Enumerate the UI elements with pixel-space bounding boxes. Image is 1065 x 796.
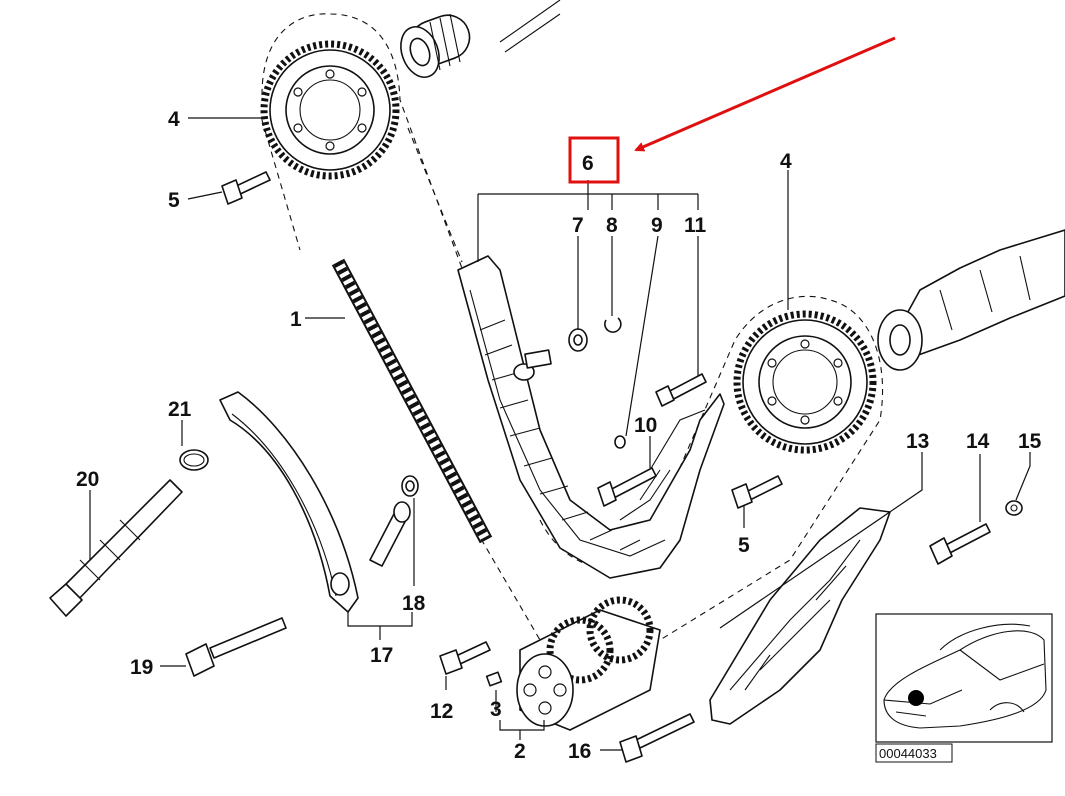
bolt-16 — [619, 713, 695, 763]
callout-18: 18 — [402, 592, 426, 615]
sleeve-18 — [369, 475, 419, 567]
washer-7 — [568, 328, 588, 352]
circlip-8 — [604, 317, 622, 333]
callout-12: 12 — [430, 700, 453, 723]
upper-camshaft — [400, 0, 561, 78]
leader-lines — [89, 117, 1031, 751]
stud-14 — [929, 523, 991, 565]
callout-20: 20 — [76, 468, 99, 491]
callout-13: 13 — [906, 430, 929, 453]
callout-1: 1 — [290, 308, 302, 331]
reference-number-box: 00044033 — [875, 743, 953, 763]
upper-chain-path — [261, 13, 471, 291]
callout-3: 3 — [490, 698, 502, 721]
callout-16: 16 — [568, 740, 591, 763]
callout-19: 19 — [130, 656, 153, 679]
reference-number: 00044033 — [879, 746, 937, 761]
callout-4-lower: 4 — [780, 150, 792, 173]
callout-15: 15 — [1018, 430, 1042, 453]
bolt-19 — [185, 617, 287, 677]
callout-2: 2 — [514, 740, 526, 763]
callout-11: 11 — [684, 214, 707, 237]
bolt-5-upper — [221, 171, 271, 205]
lower-camshaft — [877, 229, 1065, 371]
callout-8: 8 — [606, 214, 618, 237]
engine-location-marker — [908, 690, 924, 706]
tensioner-rail — [457, 255, 725, 579]
highlight-box — [568, 136, 620, 184]
callout-10: 10 — [634, 414, 657, 437]
bolt-10 — [597, 467, 657, 507]
bolt-11 — [655, 373, 707, 407]
crankshaft-sprocket — [516, 596, 661, 731]
woodruff-key-3 — [485, 671, 503, 687]
bolt-12 — [439, 641, 491, 675]
callout-labels: 1 2 3 4 4 5 5 6 7 8 9 10 11 12 13 14 15 … — [76, 108, 1042, 763]
callout-4-upper: 4 — [168, 108, 180, 131]
chain-tensioner-20 — [49, 479, 183, 617]
guide-13 — [709, 507, 891, 725]
callout-5-lower: 5 — [738, 534, 750, 557]
callout-17: 17 — [370, 644, 393, 667]
seal-ring-21 — [179, 449, 209, 471]
timing-chain — [331, 258, 493, 544]
callout-9: 9 — [651, 214, 663, 237]
clip-9 — [614, 435, 626, 449]
highlight-arrow — [634, 36, 896, 152]
car-locator-inset — [875, 613, 1053, 743]
callout-5-upper: 5 — [168, 189, 180, 212]
lower-sprocket — [733, 310, 877, 454]
callout-6: 6 — [582, 152, 594, 175]
upper-sprocket — [260, 40, 400, 180]
washer-15 — [1005, 500, 1023, 516]
callout-7: 7 — [572, 214, 584, 237]
highlight-annotation — [568, 36, 896, 184]
bolt-5-lower — [731, 475, 783, 509]
guide-rail — [219, 391, 359, 613]
callout-21: 21 — [168, 398, 192, 421]
callout-14: 14 — [966, 430, 990, 453]
